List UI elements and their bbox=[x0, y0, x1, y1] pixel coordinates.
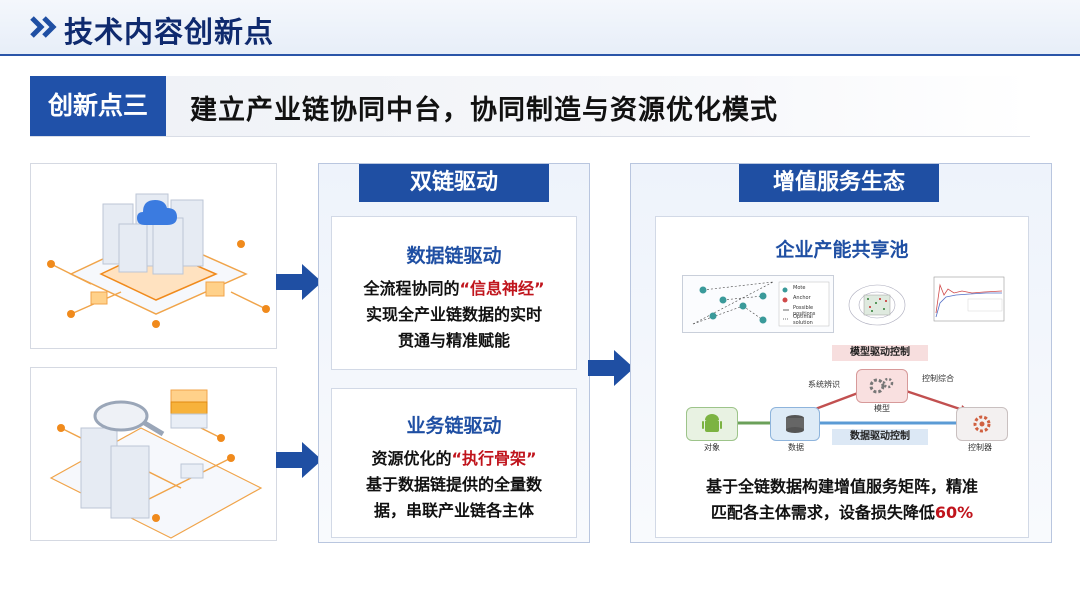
object-label: 对象 bbox=[704, 443, 720, 452]
data-label: 数据 bbox=[788, 443, 804, 452]
server-cluster-illustration bbox=[30, 163, 277, 349]
business-chain-line1-prefix: 资源优化的 bbox=[371, 449, 452, 468]
control-synthesis-label: 控制综合 bbox=[922, 374, 954, 383]
database-icon bbox=[786, 415, 804, 433]
value-added-ecosystem-panel: 增值服务生态 企业产能共享池 bbox=[630, 163, 1052, 543]
data-chain-line1-prefix: 全流程协同的 bbox=[363, 279, 460, 298]
data-chain-line3: 贯通与精准赋能 bbox=[397, 331, 510, 350]
dual-chain-title: 双链驱动 bbox=[359, 164, 549, 202]
android-icon bbox=[702, 414, 722, 432]
legend-mote: Mote bbox=[793, 285, 806, 291]
data-chain-line1: 全流程协同的“信息神经” bbox=[332, 275, 576, 299]
subtitle-text: 建立产业链协同中台，协同制造与资源优化模式 bbox=[190, 95, 778, 126]
subtitle-bar: 创新点三 建立产业链协同中台，协同制造与资源优化模式 bbox=[30, 76, 1030, 137]
data-chain-line2: 实现全产业链数据的实时 bbox=[365, 305, 542, 324]
model-label: 模型 bbox=[874, 404, 890, 413]
double-chevron-icon bbox=[30, 16, 57, 38]
ecosystem-title: 增值服务生态 bbox=[739, 164, 939, 202]
network-graph-thumbnail: Mote Anchor Possible positions Optimal s… bbox=[682, 275, 834, 333]
business-chain-highlight: “执行骨架” bbox=[451, 449, 537, 468]
object-node bbox=[686, 407, 738, 441]
business-chain-line1: 资源优化的“执行骨架” bbox=[332, 445, 576, 469]
model-driven-control-label: 模型驱动控制 bbox=[832, 345, 928, 361]
loss-reduction-percent: 60% bbox=[934, 503, 974, 522]
legend-optimal: Optimal solution bbox=[793, 314, 813, 326]
legend-anchor: Anchor bbox=[793, 295, 811, 301]
system-identification-label: 系统辨识 bbox=[808, 380, 840, 389]
business-chain-line2: 基于数据链提供的全量数 bbox=[365, 475, 542, 494]
business-chain-line3: 据，串联产业链各主体 bbox=[373, 501, 534, 520]
scatter-thumbnail bbox=[846, 281, 908, 329]
arrow-right-icon bbox=[276, 442, 322, 478]
model-node bbox=[856, 369, 908, 403]
data-chain-highlight: “信息神经” bbox=[459, 279, 545, 298]
line-plot-thumbnail bbox=[926, 273, 1006, 329]
capacity-pool-title: 企业产能共享池 bbox=[775, 239, 909, 261]
data-chain-title: 数据链驱动 bbox=[406, 245, 502, 267]
dual-chain-panel: 双链驱动 数据链驱动 全流程协同的“信息神经” 实现全产业链数据的实时 贯通与精… bbox=[318, 163, 590, 543]
data-driven-control-label: 数据驱动控制 bbox=[832, 429, 928, 445]
capacity-pool-card: 企业产能共享池 bbox=[655, 216, 1029, 538]
gear-icon bbox=[973, 415, 991, 433]
innovation-badge: 创新点三 bbox=[30, 76, 166, 136]
header-bar: 技术内容创新点 bbox=[0, 0, 1080, 56]
legend-positions: Possible positions bbox=[793, 305, 816, 317]
ecosystem-bottom-line1: 基于全链数据构建增值服务矩阵，精准 bbox=[705, 477, 978, 496]
data-node bbox=[770, 407, 820, 441]
business-chain-title: 业务链驱动 bbox=[406, 415, 502, 437]
gears-icon bbox=[869, 377, 894, 394]
ecosystem-bottom-line2-prefix: 匹配各主体需求，设备损失降低 bbox=[710, 503, 935, 522]
business-chain-card: 业务链驱动 资源优化的“执行骨架” 基于数据链提供的全量数 据，串联产业链各主体 bbox=[331, 388, 577, 538]
database-search-illustration bbox=[30, 367, 277, 541]
controller-label: 控制器 bbox=[968, 443, 992, 452]
arrow-right-icon bbox=[588, 350, 634, 386]
controller-node bbox=[956, 407, 1008, 441]
data-chain-card: 数据链驱动 全流程协同的“信息神经” 实现全产业链数据的实时 贯通与精准赋能 bbox=[331, 216, 577, 370]
ecosystem-bottom-line2: 匹配各主体需求，设备损失降低60% bbox=[656, 499, 1028, 523]
page-title: 技术内容创新点 bbox=[64, 15, 275, 49]
arrow-right-icon bbox=[276, 264, 322, 300]
